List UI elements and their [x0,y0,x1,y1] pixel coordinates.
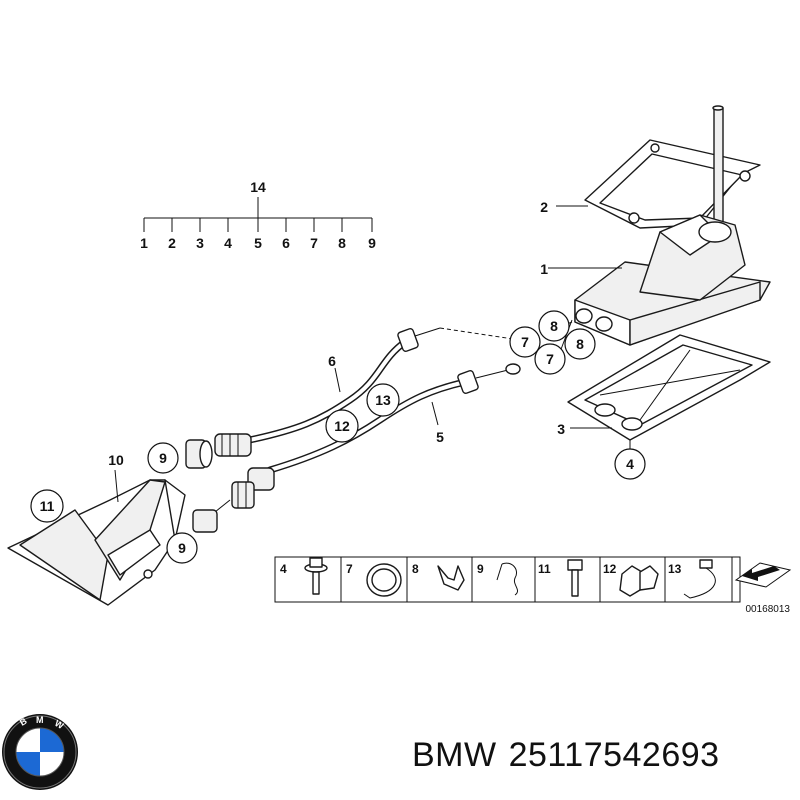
callout-3: 3 [557,421,565,437]
legend-number: 7 [346,562,353,576]
svg-text:B: B [18,716,29,728]
cable-tie-icon [683,559,716,599]
group-item: 7 [310,235,318,251]
callout-9: 9 [178,540,186,556]
direction-arrow-icon [734,562,792,588]
legend-number: 9 [477,562,484,576]
bushing-clip-icon [619,565,659,597]
callout-1: 1 [540,261,548,277]
bolt-washer-icon [304,557,328,595]
legend-number: 13 [668,562,682,576]
spring-clip-icon [496,562,519,596]
part-number: 25117542693 [508,736,720,774]
group-item: 8 [338,235,346,251]
callout-7: 7 [521,334,529,350]
callout-13: 13 [375,392,391,408]
mounting-bracket [7,469,186,606]
callout-11: 11 [40,498,55,514]
callout-2: 2 [540,199,548,215]
legend-number: 4 [280,562,287,576]
group-item: 2 [168,235,176,251]
group-item: 6 [282,235,290,251]
parts-legend: 4 7 8 9 11 12 13 [274,556,792,615]
group-item: 1 [140,235,148,251]
image-code: 00168013 [746,604,791,615]
brand-name: BMW [412,736,497,774]
callout-7: 7 [546,351,554,367]
legend-number: 11 [538,562,551,576]
group-item: 9 [368,235,376,251]
group-item: 5 [254,235,262,251]
bmw-roundel-icon: B M W [2,714,78,790]
group-item: 3 [196,235,204,251]
callout-9: 9 [159,450,167,466]
part-label: BMW 25117542693 [412,736,732,775]
callout-8: 8 [576,336,584,352]
callout-6: 6 [328,353,336,369]
callout-5: 5 [436,429,444,445]
o-ring-icon [366,563,402,597]
legend-number: 12 [603,562,617,576]
clip-icon [437,565,465,591]
legend-number: 8 [412,562,419,576]
callout-12: 12 [334,418,350,434]
bolt-icon [567,559,583,597]
gear-shifter-assembly [567,105,771,441]
svg-text:M: M [36,715,44,725]
callouts: 2 1 3 6 5 10 4 8 7 8 7 13 12 9 9 11 [30,199,646,564]
shift-cables [185,327,541,533]
shift-lever-rod [713,107,724,239]
callout-10: 10 [108,452,124,468]
group-label: 14 [250,179,266,195]
group-item: 4 [224,235,232,251]
callout-8: 8 [550,318,558,334]
callout-4: 4 [626,456,634,472]
group-bracket: 14 1 2 3 4 5 6 7 8 9 [140,179,376,251]
